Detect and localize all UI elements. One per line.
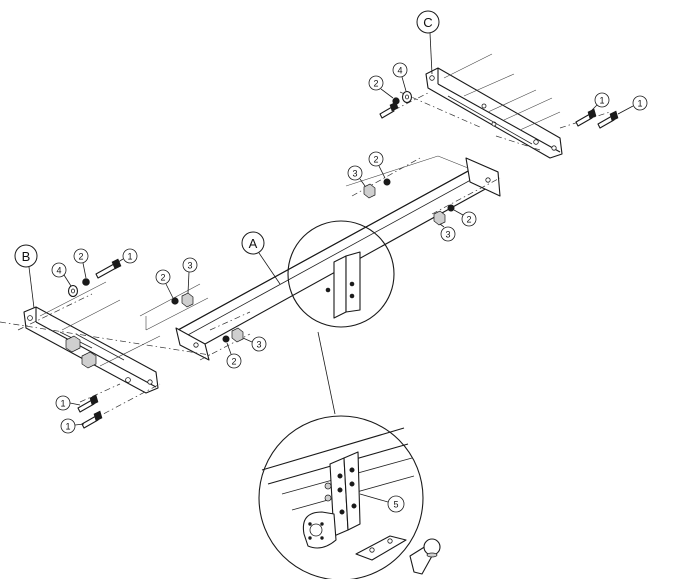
spring-washer bbox=[392, 97, 400, 105]
spring-washer bbox=[82, 278, 90, 286]
chassis-hatching bbox=[39, 53, 561, 367]
callout-a: A bbox=[241, 231, 281, 285]
callout-label: 4 bbox=[397, 66, 402, 76]
bolt bbox=[575, 108, 597, 127]
bracket-b bbox=[23, 306, 159, 394]
detail-view-small bbox=[287, 220, 395, 415]
callout-3-nut: 3 bbox=[182, 257, 198, 294]
bolt bbox=[597, 110, 619, 129]
spring-washer bbox=[383, 178, 391, 186]
callout-label: 4 bbox=[56, 266, 61, 276]
callout-label: 2 bbox=[466, 215, 471, 225]
callout-label: 2 bbox=[231, 357, 236, 367]
spring-washer bbox=[171, 297, 179, 305]
callout-label: B bbox=[22, 249, 31, 264]
callout-label: 1 bbox=[60, 399, 65, 409]
callout-2-spring-washer: 2 bbox=[368, 151, 386, 179]
nut bbox=[231, 327, 244, 343]
callout-1-bolt: 1 bbox=[591, 92, 610, 111]
callout-c: C bbox=[416, 10, 440, 75]
callout-3-nut: 3 bbox=[347, 165, 366, 187]
spring-washer bbox=[222, 335, 230, 343]
callout-4-flat-washer: 4 bbox=[392, 62, 408, 92]
callout-label: 1 bbox=[637, 99, 642, 109]
callout-3-nut: 3 bbox=[242, 336, 267, 352]
callout-2-spring-washer: 2 bbox=[155, 269, 174, 299]
callout-1-bolt: 1 bbox=[60, 418, 85, 434]
cross-member-a bbox=[175, 157, 501, 361]
callout-label: 3 bbox=[256, 340, 261, 350]
callout-5-tow-ball: 5 bbox=[387, 495, 405, 513]
bolt bbox=[77, 394, 99, 413]
callout-label: C bbox=[423, 15, 432, 30]
callout-1-bolt: 1 bbox=[55, 395, 81, 411]
spring-washer bbox=[447, 204, 455, 212]
callout-1-bolt: 1 bbox=[114, 248, 138, 265]
callout-b: B bbox=[14, 244, 38, 309]
callout-2-spring-washer: 2 bbox=[226, 342, 242, 369]
bolt bbox=[81, 410, 103, 429]
nut bbox=[433, 210, 446, 226]
callout-1-bolt: 1 bbox=[617, 95, 648, 115]
assembly-axis-lines bbox=[0, 91, 611, 421]
callout-3-nut: 3 bbox=[439, 223, 456, 242]
fasteners bbox=[67, 90, 619, 429]
callout-label: 1 bbox=[127, 252, 132, 262]
nut bbox=[363, 183, 376, 199]
callout-2-spring-washer: 2 bbox=[453, 209, 477, 227]
callout-label: A bbox=[249, 236, 258, 251]
callout-2-spring-washer: 2 bbox=[73, 248, 89, 279]
detail-view-large bbox=[258, 415, 441, 579]
callout-label: 3 bbox=[445, 230, 450, 240]
callout-label: 3 bbox=[187, 261, 192, 271]
nut bbox=[181, 292, 194, 308]
callout-label: 2 bbox=[373, 155, 378, 165]
bolt bbox=[95, 258, 122, 279]
callout-label: 5 bbox=[393, 500, 398, 510]
tow-ball bbox=[355, 535, 441, 575]
callout-label: 1 bbox=[65, 422, 70, 432]
callout-label: 2 bbox=[78, 252, 83, 262]
callout-4-flat-washer: 4 bbox=[51, 262, 72, 287]
callout-label: 1 bbox=[599, 96, 604, 106]
callout-label: 2 bbox=[373, 79, 378, 89]
bracket-c bbox=[425, 67, 563, 159]
callout-2-spring-washer: 2 bbox=[368, 75, 394, 99]
callout-label: 2 bbox=[160, 273, 165, 283]
callout-label: 3 bbox=[352, 169, 357, 179]
